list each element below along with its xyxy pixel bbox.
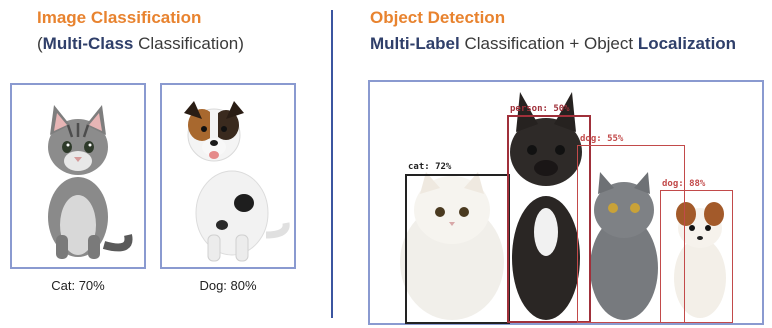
detection-label-cat: cat: 72% bbox=[408, 162, 452, 172]
detection-box-person bbox=[507, 115, 591, 323]
detection-box-cat bbox=[405, 174, 510, 324]
animals-group-illustration bbox=[400, 92, 726, 320]
dog-icon bbox=[184, 101, 290, 262]
subtitle-bold-multilabel: Multi-Label bbox=[370, 34, 460, 53]
detection-box-dog-2 bbox=[660, 190, 733, 323]
dog-caption: Dog: 80% bbox=[199, 278, 257, 293]
object-detection-subtitle: Multi-Label Classification + Object Loca… bbox=[370, 34, 736, 54]
image-classification-subtitle: (Multi-Class Classification) bbox=[37, 34, 244, 54]
detection-label-person: person: 50% bbox=[510, 104, 570, 114]
detection-box-dog-1 bbox=[577, 145, 685, 323]
object-detection-image bbox=[368, 80, 764, 325]
subtitle-bold-multiclass: Multi-Class bbox=[42, 34, 134, 53]
puppy-shape bbox=[674, 202, 726, 318]
cat-caption: Cat: 70% bbox=[51, 278, 105, 293]
panel-divider bbox=[331, 10, 333, 318]
subtitle-bold-localization: Localization bbox=[637, 34, 737, 53]
subtitle-mid: Classification + Object bbox=[459, 34, 638, 53]
dog-classification-image bbox=[160, 83, 296, 269]
bulldog-shape bbox=[510, 92, 582, 320]
subtitle-rest: Classification) bbox=[133, 34, 244, 53]
detection-label-dog-1: dog: 55% bbox=[580, 134, 624, 144]
subtitle-paren: ( bbox=[37, 34, 43, 53]
cat-icon bbox=[48, 105, 133, 259]
grey-cat-shape bbox=[590, 172, 658, 320]
detection-label-dog-2: dog: 88% bbox=[662, 179, 706, 189]
image-classification-title: Image Classification bbox=[37, 8, 202, 27]
cat-classification-image bbox=[10, 83, 146, 269]
white-cat-shape bbox=[400, 172, 504, 320]
object-detection-title: Object Detection bbox=[370, 8, 506, 27]
